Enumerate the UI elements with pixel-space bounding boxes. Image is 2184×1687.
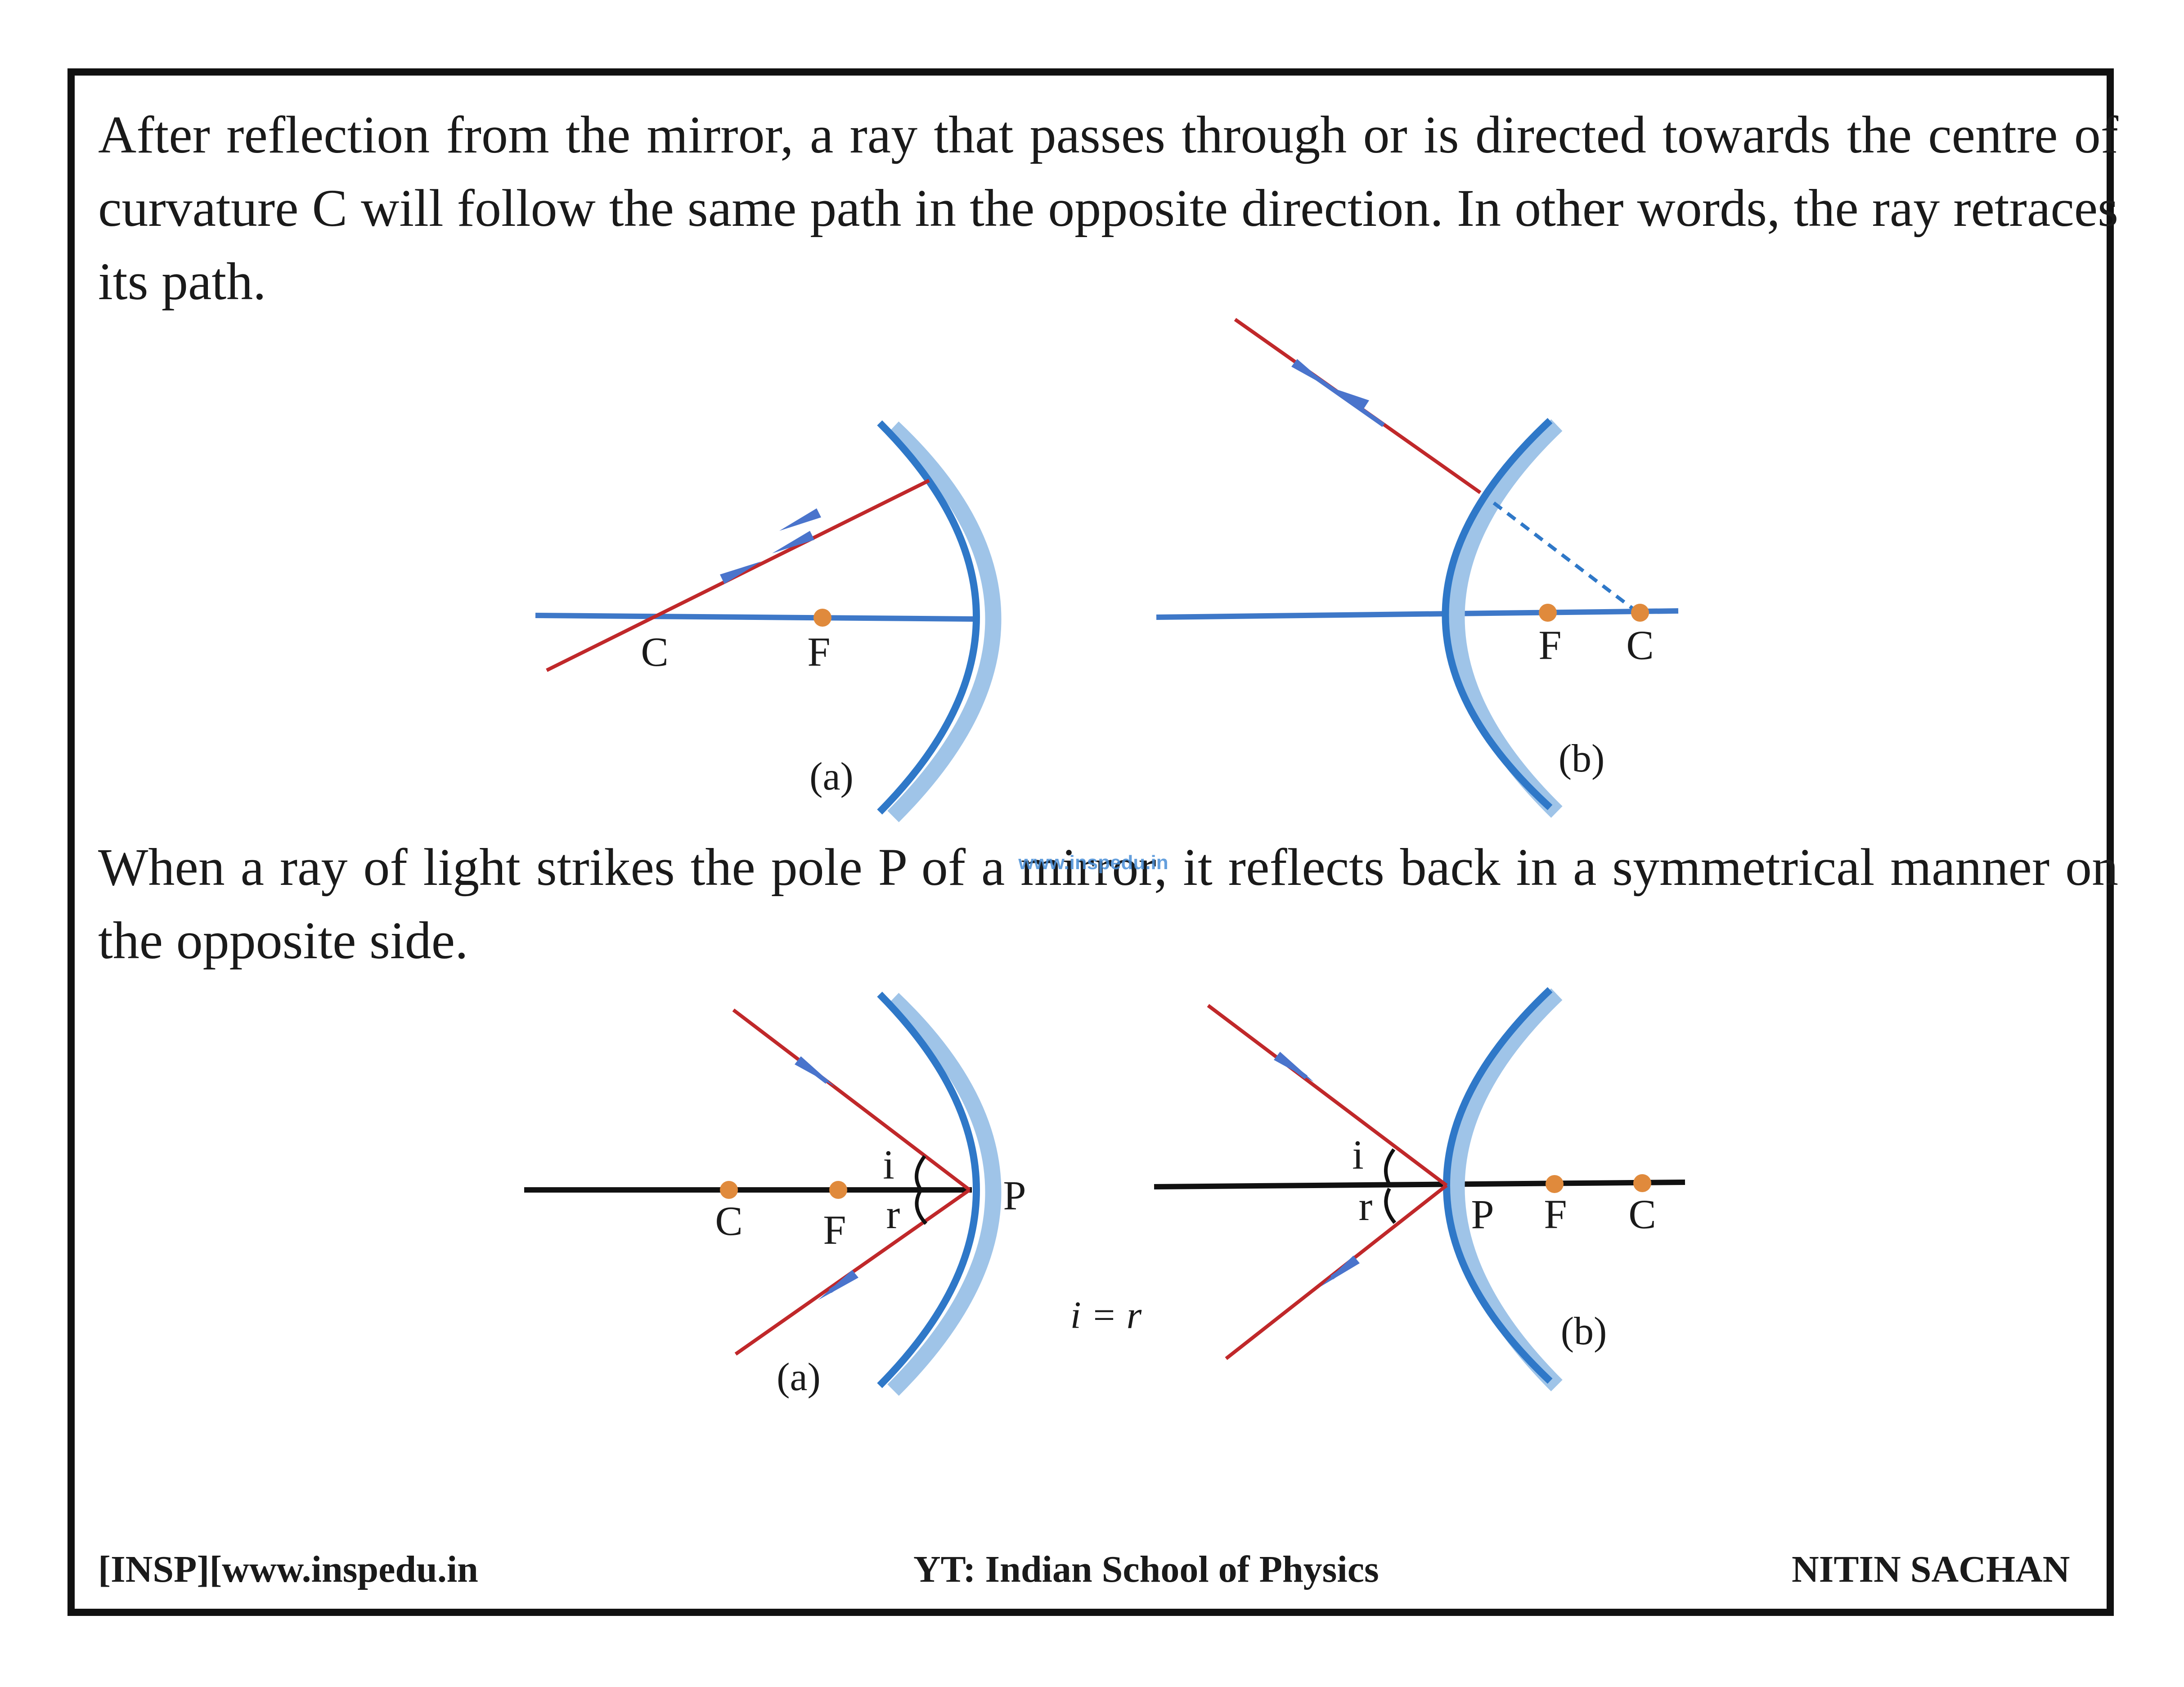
label-f: F bbox=[823, 1207, 846, 1253]
figure-bottom-b: i r P F C (b) bbox=[1154, 987, 1685, 1391]
equation-i-equals-r: i = r bbox=[1070, 1293, 1142, 1337]
focus-point bbox=[1546, 1175, 1564, 1193]
centre-of-curvature-point bbox=[1633, 1174, 1651, 1192]
angle-arc-r bbox=[1384, 1188, 1397, 1224]
centre-of-curvature-point bbox=[720, 1181, 738, 1199]
mirror-back-coating bbox=[887, 421, 1002, 822]
concave-mirror bbox=[877, 992, 980, 1388]
caption-a: (a) bbox=[809, 755, 854, 799]
figure-top-a: C F (a) bbox=[535, 420, 1002, 822]
label-f: F bbox=[807, 629, 830, 675]
label-i: i bbox=[883, 1142, 894, 1188]
arrow-retrace bbox=[772, 531, 814, 553]
label-c: C bbox=[715, 1198, 742, 1244]
label-c: C bbox=[1626, 622, 1654, 668]
centre-of-curvature-point bbox=[1631, 604, 1649, 622]
caption-b: (b) bbox=[1561, 1310, 1607, 1353]
convex-mirror bbox=[1442, 418, 1553, 810]
label-i: i bbox=[1352, 1132, 1364, 1178]
principal-axis bbox=[535, 613, 975, 622]
extension-to-c bbox=[1492, 501, 1641, 616]
focus-point bbox=[829, 1181, 847, 1199]
label-p: P bbox=[1471, 1191, 1494, 1237]
label-f: F bbox=[1544, 1191, 1567, 1237]
label-f: F bbox=[1538, 622, 1561, 668]
label-r: r bbox=[1359, 1183, 1373, 1229]
mirror-back-coating bbox=[1448, 419, 1563, 818]
angle-arc-i bbox=[1384, 1148, 1396, 1185]
caption-a: (a) bbox=[777, 1355, 821, 1399]
incident-ray bbox=[1207, 1004, 1448, 1187]
mirror-back-coating bbox=[887, 992, 1002, 1396]
principal-axis bbox=[1156, 608, 1679, 620]
page-border bbox=[67, 68, 2114, 1616]
watermark: www.inspedu.in bbox=[1018, 852, 1168, 874]
arrow-shaft bbox=[1294, 361, 1385, 427]
arrow-shaft bbox=[1276, 1054, 1308, 1079]
arrow-shaft bbox=[797, 1059, 829, 1084]
figure-top-b: F C (b) bbox=[1156, 318, 1679, 818]
incident-ray bbox=[732, 1008, 971, 1192]
label-c: C bbox=[641, 629, 668, 675]
footer-youtube-channel: YT: Indian School of Physics bbox=[913, 1548, 1379, 1590]
arrow-toward-mirror bbox=[779, 508, 821, 531]
angle-arc-r bbox=[915, 1190, 927, 1225]
angle-arc-i bbox=[915, 1155, 926, 1190]
label-r: r bbox=[886, 1191, 900, 1237]
arrow-toward-mirror bbox=[720, 561, 761, 584]
principal-axis bbox=[1154, 1180, 1685, 1189]
label-p: P bbox=[1003, 1172, 1026, 1218]
label-c: C bbox=[1628, 1191, 1656, 1237]
footer-author: NITIN SACHAN bbox=[1792, 1548, 2070, 1590]
arrow-shaft bbox=[829, 1272, 857, 1293]
paragraph-pole-rule: When a ray of light strikes the pole P o… bbox=[98, 838, 2118, 970]
arrow-shaft bbox=[1330, 1257, 1358, 1280]
figure-bottom-a: i r C F P (a) bbox=[524, 992, 1026, 1399]
footer-website: [INSP][www.inspedu.in bbox=[98, 1548, 478, 1590]
paragraph-centre-of-curvature-rule: After reflection from the mirror, a ray … bbox=[98, 105, 2118, 311]
caption-b: (b) bbox=[1559, 737, 1605, 781]
focus-point bbox=[1539, 604, 1557, 622]
focus-point bbox=[813, 609, 831, 627]
mirror-back-coating bbox=[1448, 988, 1563, 1391]
